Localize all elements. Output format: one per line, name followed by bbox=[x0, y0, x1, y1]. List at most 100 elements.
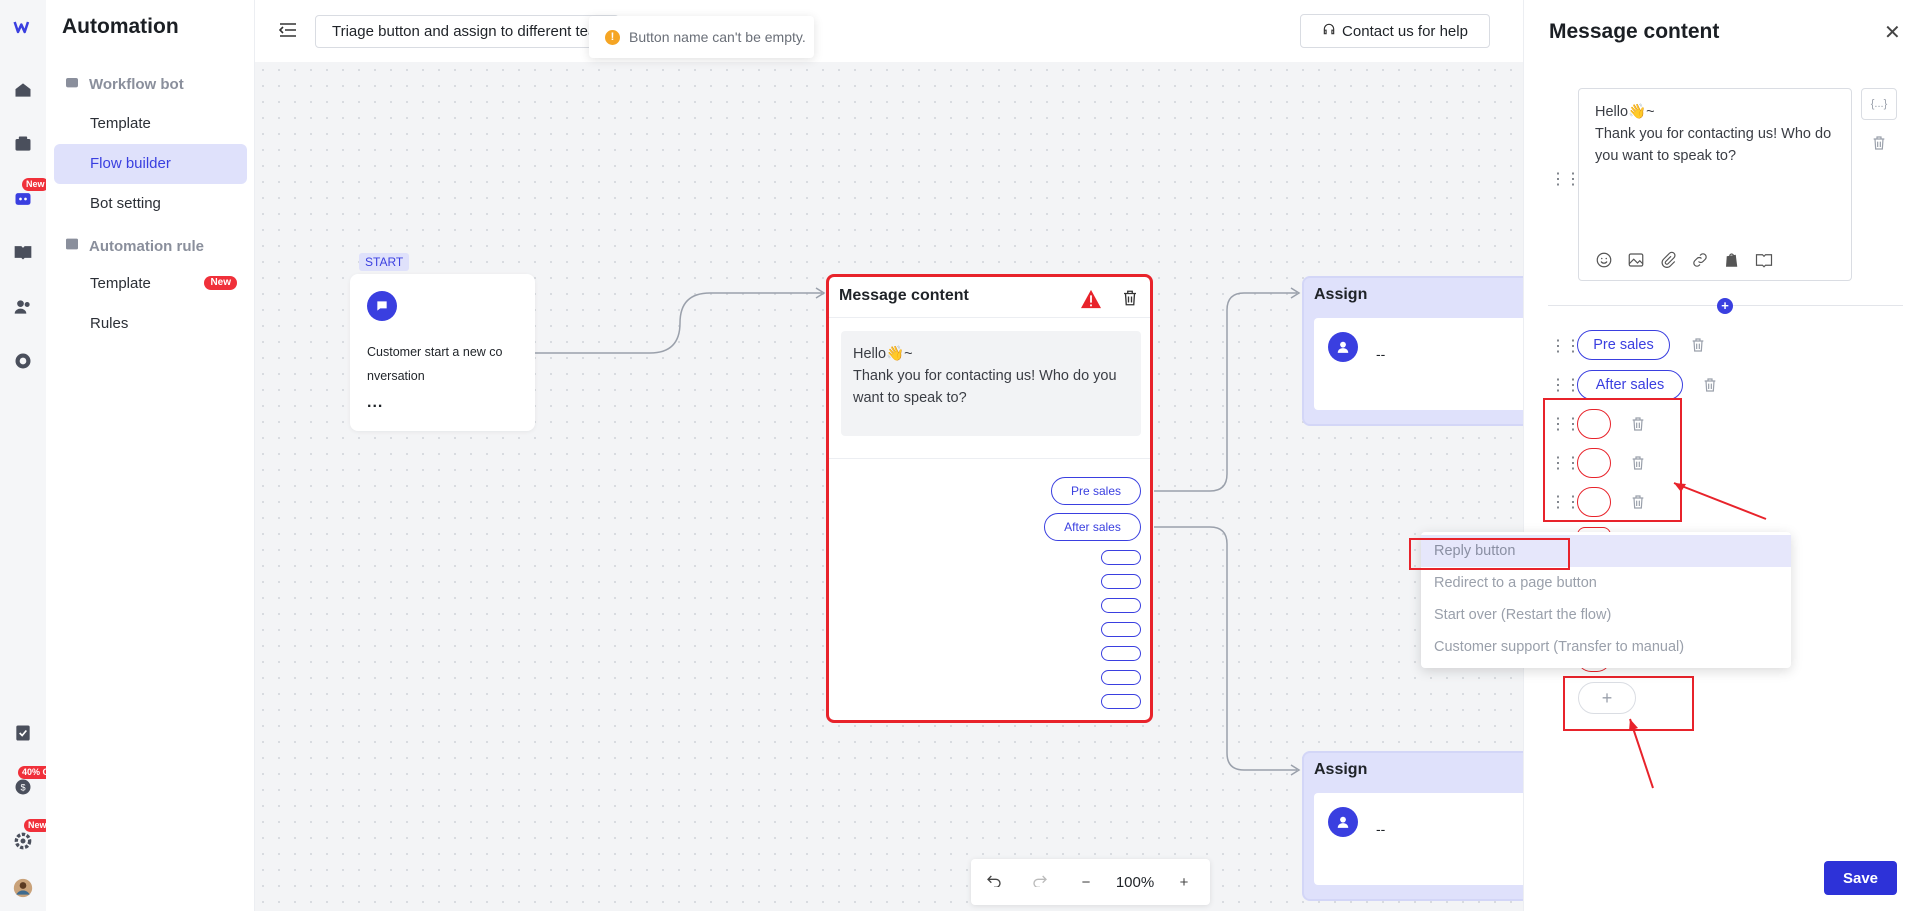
emoji-icon[interactable] bbox=[1595, 251, 1613, 274]
warning-icon: ! bbox=[605, 29, 620, 45]
close-icon[interactable]: ✕ bbox=[1884, 22, 1901, 44]
drag-handle-icon[interactable]: ⋮⋮ bbox=[1550, 377, 1581, 394]
node-reply-button-empty[interactable] bbox=[1101, 598, 1141, 613]
nav-item-label: Template bbox=[90, 115, 151, 132]
annotation-highlight-box bbox=[1543, 398, 1682, 522]
contact-help-button[interactable]: Contact us for help bbox=[1300, 14, 1490, 48]
nav-item-label: Rules bbox=[90, 315, 129, 332]
add-button-type-dropdown: Reply button Redirect to a page button S… bbox=[1421, 532, 1791, 668]
assign-node[interactable]: Assign -- bbox=[1302, 276, 1544, 426]
drag-handle-icon[interactable]: ⋮⋮ bbox=[1550, 338, 1581, 355]
node-reply-button-empty[interactable] bbox=[1101, 670, 1141, 685]
node-reply-button-empty[interactable] bbox=[1101, 694, 1141, 709]
trash-icon[interactable] bbox=[1630, 493, 1646, 516]
user-icon bbox=[1328, 807, 1358, 837]
more-icon[interactable]: ... bbox=[367, 394, 384, 411]
zoom-in-icon[interactable]: + bbox=[1179, 873, 1189, 891]
option-reply-button[interactable]: Reply button bbox=[1421, 535, 1791, 567]
node-reply-button-empty[interactable] bbox=[1101, 622, 1141, 637]
option-customer-support[interactable]: Customer support (Transfer to manual) bbox=[1434, 639, 1685, 655]
section-automation-rule: Automation rule bbox=[64, 236, 204, 256]
editor-toolbar bbox=[1595, 251, 1773, 274]
variable-button[interactable]: {...} bbox=[1861, 88, 1897, 120]
undo-icon[interactable] bbox=[971, 873, 1017, 891]
contacts-icon[interactable] bbox=[12, 296, 34, 318]
tasks-icon[interactable] bbox=[12, 722, 34, 744]
new-badge: New bbox=[204, 276, 237, 290]
flow-name-input[interactable]: Triage button and assign to different te… bbox=[315, 15, 619, 48]
contact-label: Contact us for help bbox=[1342, 22, 1468, 40]
knowledge-book-icon[interactable] bbox=[12, 241, 34, 263]
bot-icon[interactable] bbox=[12, 188, 34, 210]
reply-button-pre-sales[interactable]: Pre sales bbox=[1577, 330, 1670, 360]
toast-message: Button name can't be empty. bbox=[629, 29, 806, 45]
add-reply-button[interactable]: + bbox=[1578, 682, 1636, 714]
zoom-toolbar: − 100% + bbox=[971, 859, 1210, 905]
avatar[interactable] bbox=[12, 877, 34, 899]
attachment-icon[interactable] bbox=[1659, 251, 1677, 274]
trash-icon[interactable] bbox=[1630, 415, 1646, 438]
option-redirect-button[interactable]: Redirect to a page button bbox=[1434, 575, 1597, 591]
automation-rule-icon bbox=[64, 236, 80, 256]
automation-nav: Automation Workflow bot Template Flow bu… bbox=[46, 0, 255, 911]
node-title: Message content bbox=[839, 287, 969, 304]
reply-button-after-sales[interactable]: After sales bbox=[1577, 370, 1683, 400]
nav-item-label: Template bbox=[90, 275, 151, 292]
settings-new-badge: New bbox=[24, 819, 51, 832]
assignee-value: -- bbox=[1376, 346, 1386, 362]
node-reply-button-pre-sales[interactable]: Pre sales bbox=[1051, 477, 1141, 505]
chat-icon bbox=[367, 291, 397, 321]
save-button[interactable]: Save bbox=[1824, 861, 1897, 895]
message-text[interactable]: Hello👋~ Thank you for contacting us! Who… bbox=[1595, 104, 1832, 164]
headset-icon bbox=[1322, 22, 1336, 40]
node-reply-button-empty[interactable] bbox=[1101, 550, 1141, 565]
trash-icon[interactable] bbox=[1630, 454, 1646, 477]
delete-node-icon[interactable] bbox=[1121, 289, 1139, 312]
error-warning-icon bbox=[1080, 289, 1102, 314]
zoom-level: 100% bbox=[1115, 873, 1155, 891]
logo-icon[interactable] bbox=[12, 16, 34, 38]
nav-item-rules[interactable]: Rules bbox=[54, 304, 247, 344]
inbox-icon[interactable] bbox=[12, 133, 34, 155]
image-icon[interactable] bbox=[1627, 251, 1645, 274]
home-icon[interactable] bbox=[12, 79, 34, 101]
message-content-node[interactable]: Message content Hello👋~ Thank you for co… bbox=[826, 274, 1153, 723]
trash-icon[interactable] bbox=[1690, 336, 1706, 359]
redo-icon[interactable] bbox=[1017, 873, 1063, 891]
node-reply-button-empty[interactable] bbox=[1101, 646, 1141, 661]
settings-gear-icon[interactable] bbox=[12, 830, 34, 852]
user-icon bbox=[1328, 332, 1358, 362]
nav-item-bot-setting[interactable]: Bot setting bbox=[54, 184, 247, 224]
section-workflow-bot: Workflow bot bbox=[64, 74, 184, 94]
message-bubble: Hello👋~ Thank you for contacting us! Who… bbox=[841, 331, 1141, 436]
node-reply-button-empty[interactable] bbox=[1101, 574, 1141, 589]
zoom-out-icon[interactable]: − bbox=[1081, 873, 1091, 891]
start-node[interactable]: Customer start a new conversation ... bbox=[350, 274, 535, 431]
shopify-icon[interactable] bbox=[1723, 251, 1741, 274]
error-toast: ! Button name can't be empty. bbox=[589, 16, 814, 58]
assign-node[interactable]: Assign -- bbox=[1302, 751, 1544, 901]
trash-icon[interactable] bbox=[1871, 134, 1887, 157]
drag-handle-icon[interactable]: ⋮⋮ bbox=[1550, 171, 1581, 188]
collapse-menu-icon[interactable] bbox=[278, 22, 297, 43]
analytics-icon[interactable] bbox=[12, 350, 34, 372]
reply-button-empty[interactable] bbox=[1577, 448, 1611, 478]
billing-icon[interactable]: $ bbox=[12, 776, 34, 798]
reply-button-empty[interactable] bbox=[1577, 409, 1611, 439]
link-icon[interactable] bbox=[1691, 251, 1709, 274]
nav-item-rule-template[interactable]: Template New bbox=[54, 264, 247, 304]
trash-icon[interactable] bbox=[1702, 376, 1718, 399]
svg-text:$: $ bbox=[20, 782, 25, 792]
message-content-panel: Message content ✕ ⋮⋮ Hello👋~ Thank you f… bbox=[1523, 0, 1920, 911]
knowledge-book-icon[interactable] bbox=[1755, 251, 1773, 274]
add-block-plus-icon[interactable]: + bbox=[1717, 298, 1733, 314]
annotation-highlight-box bbox=[1409, 538, 1570, 570]
node-reply-button-after-sales[interactable]: After sales bbox=[1044, 513, 1141, 541]
message-editor[interactable]: Hello👋~ Thank you for contacting us! Who… bbox=[1578, 88, 1852, 281]
bot-new-badge: New bbox=[22, 178, 49, 191]
nav-item-flow-builder[interactable]: Flow builder bbox=[54, 144, 247, 184]
nav-item-template[interactable]: Template bbox=[54, 104, 247, 144]
option-start-over[interactable]: Start over (Restart the flow) bbox=[1434, 607, 1612, 623]
nav-item-label: Flow builder bbox=[90, 155, 171, 172]
reply-button-empty[interactable] bbox=[1577, 487, 1611, 517]
